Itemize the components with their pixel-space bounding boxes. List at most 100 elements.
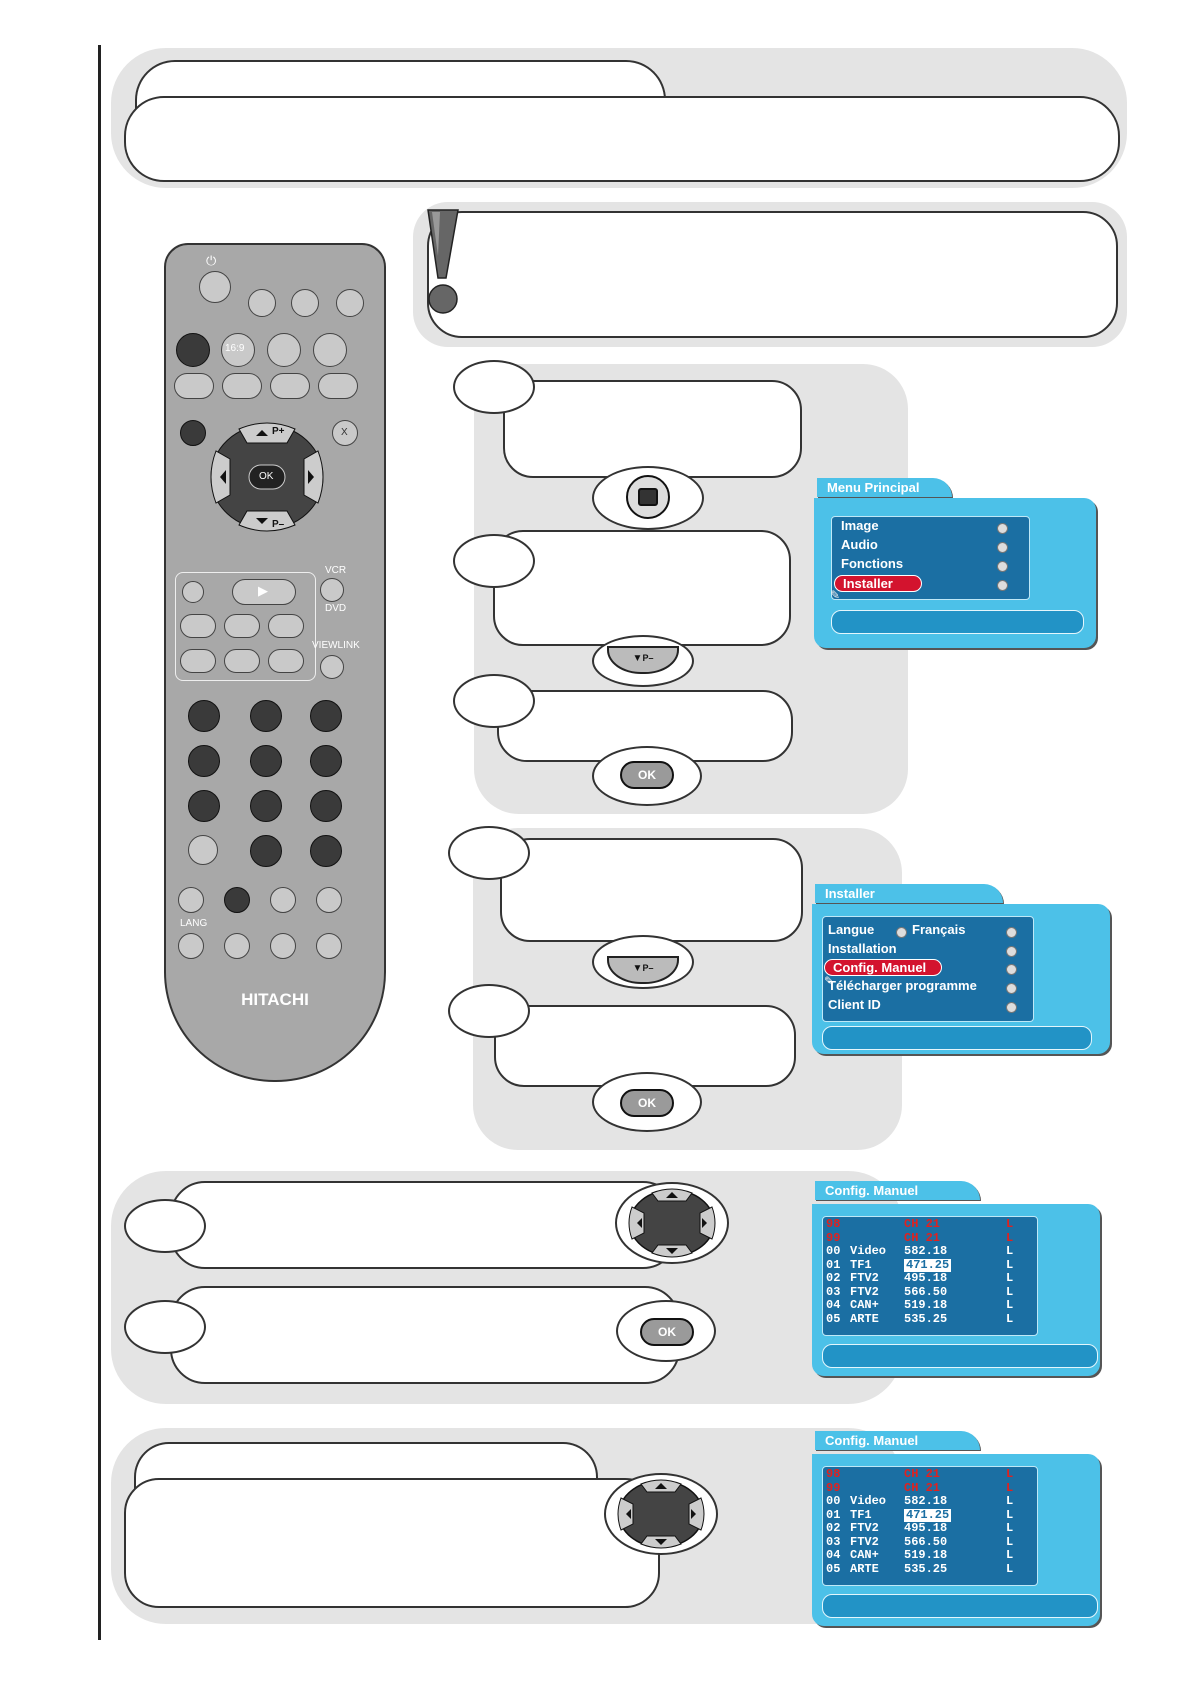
menu-item-image[interactable]: Image [841, 518, 879, 533]
teletext-button-2[interactable] [270, 887, 296, 913]
channel-mode: L [1006, 1467, 1014, 1481]
forward-button[interactable] [268, 614, 304, 638]
prev-button[interactable] [180, 649, 216, 673]
lang-label: LANG [180, 918, 208, 929]
channel-number: 98 [826, 1467, 841, 1481]
final-box [124, 1478, 660, 1608]
text-button[interactable] [336, 289, 364, 317]
pause-button[interactable] [224, 649, 260, 673]
key-4[interactable] [188, 745, 220, 777]
menu-button-icon[interactable] [626, 475, 670, 519]
mute-button[interactable] [313, 333, 347, 367]
menu-item-fonctions[interactable]: Fonctions [841, 556, 904, 571]
screen-button[interactable] [267, 333, 301, 367]
key-0[interactable] [250, 835, 282, 867]
key-5[interactable] [250, 745, 282, 777]
channel-name: FTV2 [850, 1521, 879, 1535]
transport-panel [175, 572, 316, 681]
exit-button[interactable] [332, 420, 358, 446]
green-key[interactable] [222, 373, 262, 399]
teletext-button-4[interactable] [224, 933, 250, 959]
yellow-key[interactable] [270, 373, 310, 399]
key-3[interactable] [310, 700, 342, 732]
lang-button[interactable] [178, 933, 204, 959]
channel-frequency: 535.25 [904, 1311, 948, 1326]
play-icon: ▶ [258, 583, 268, 598]
guide-button[interactable] [310, 835, 342, 867]
teletext-button-5[interactable] [270, 933, 296, 959]
stop-button[interactable] [224, 614, 260, 638]
channel-number: 05 [826, 1311, 841, 1326]
installer-item-telecharger[interactable]: Télécharger programme [828, 978, 977, 993]
teletext-button-1[interactable] [178, 887, 204, 913]
exclamation-icon [426, 206, 464, 316]
step-6-box [170, 1181, 678, 1269]
channel-name: TF1 [850, 1257, 872, 1272]
sound-button[interactable] [291, 289, 319, 317]
key-1[interactable] [188, 700, 220, 732]
source-button[interactable] [176, 333, 210, 367]
channel-frequency: 519.18 [904, 1548, 948, 1562]
record-button[interactable] [182, 581, 204, 603]
installer-screen: Langue Français Installation Config. Man… [812, 904, 1110, 1054]
teletext-button-6[interactable] [316, 933, 342, 959]
aspect-button[interactable] [221, 333, 255, 367]
next-button[interactable] [268, 649, 304, 673]
key-9[interactable] [310, 790, 342, 822]
menu-button[interactable] [180, 420, 206, 446]
key-8[interactable] [250, 790, 282, 822]
installer-item-installation[interactable]: Installation [828, 941, 897, 956]
recall-button[interactable] [188, 835, 218, 865]
menu-item-installer[interactable]: Installer [834, 575, 922, 592]
vcr-button[interactable] [320, 578, 344, 602]
remote-dpad[interactable] [192, 415, 342, 539]
navigation-pad-2[interactable] [603, 1472, 719, 1556]
step-4-badge [448, 826, 530, 880]
power-button[interactable] [199, 271, 231, 303]
channel-frequency: 519.18 [904, 1298, 948, 1312]
note-box [427, 211, 1118, 338]
key-6[interactable] [310, 745, 342, 777]
menu-item-audio[interactable]: Audio [841, 537, 878, 552]
navigation-pad-1[interactable] [614, 1181, 730, 1265]
ok-button-3[interactable]: OK [640, 1318, 694, 1346]
channel-number: 04 [826, 1298, 841, 1312]
key-7[interactable] [188, 790, 220, 822]
play-button[interactable] [232, 579, 296, 605]
picture-button[interactable] [248, 289, 276, 317]
arrow-dot-icon [1006, 927, 1017, 938]
rewind-button[interactable] [180, 614, 216, 638]
menu-principal-screen: Image Audio Fonctions Installer ✎ [814, 498, 1096, 648]
brand-logo: HITACHI [241, 990, 309, 1009]
installer-item-config-manuel[interactable]: Config. Manuel [824, 959, 942, 976]
blue-key[interactable] [318, 373, 358, 399]
teletext-button-3[interactable] [316, 887, 342, 913]
aspect-label: 16:9 [225, 343, 245, 354]
viewlink-button[interactable] [320, 655, 344, 679]
channel-frequency: CH 21 [904, 1217, 941, 1231]
ok-button-1[interactable]: OK [620, 761, 674, 789]
tv-button[interactable] [224, 887, 250, 913]
installer-status-bar [822, 1026, 1092, 1050]
installer-item-client-id[interactable]: Client ID [828, 997, 881, 1012]
red-key[interactable] [174, 373, 214, 399]
ok-button-2[interactable]: OK [620, 1089, 674, 1117]
installer-langue-value[interactable]: Français [912, 922, 966, 937]
key-2[interactable] [250, 700, 282, 732]
